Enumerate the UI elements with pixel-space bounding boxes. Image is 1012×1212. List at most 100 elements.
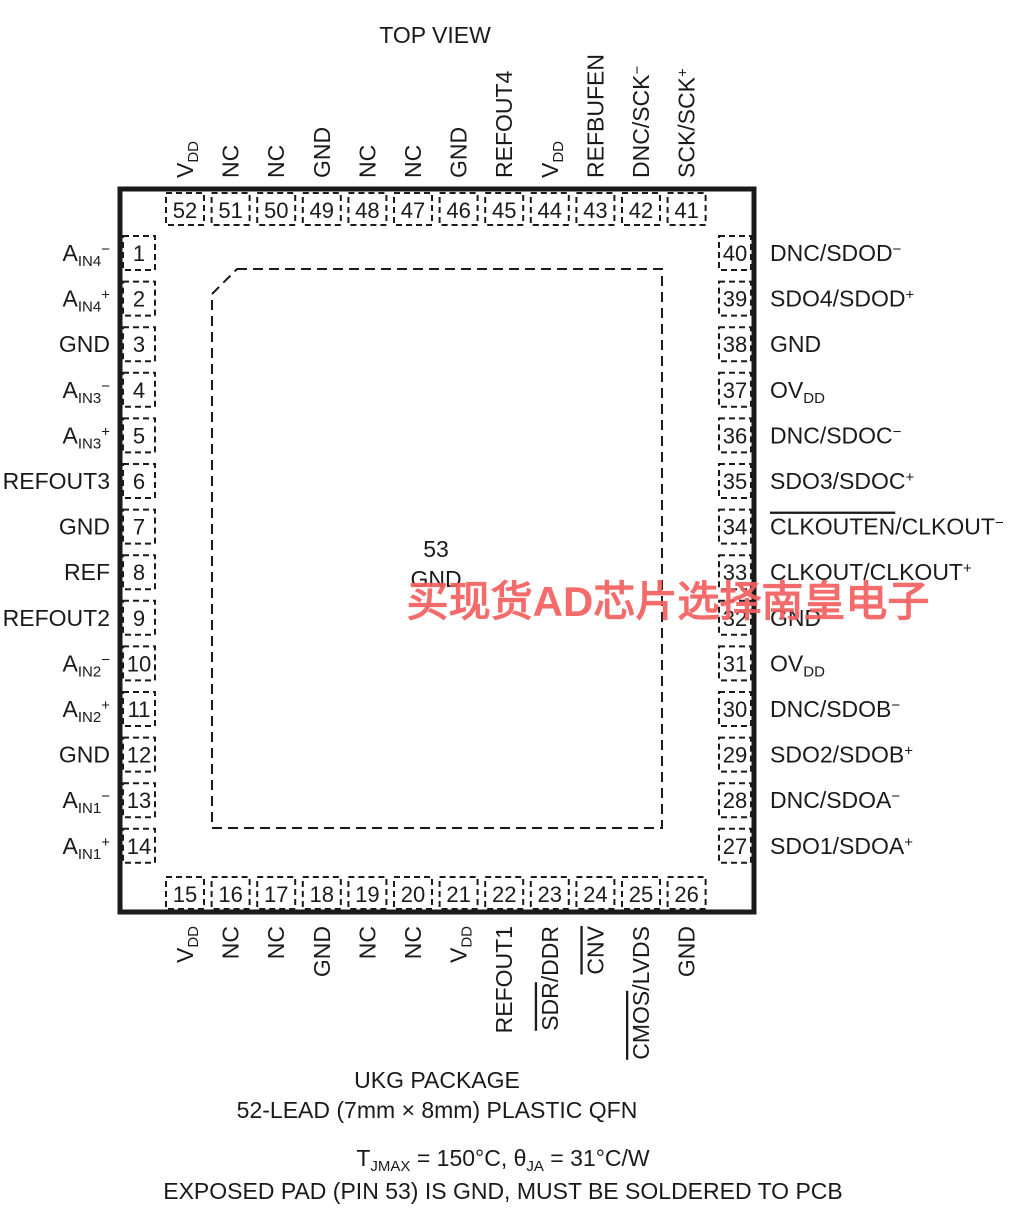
label-part: GND [309, 926, 335, 977]
pin-pad [718, 691, 752, 727]
pin-pad [718, 280, 752, 317]
label-part: + [963, 560, 972, 577]
label-part: + [101, 697, 110, 714]
pin-number: 25 [629, 882, 653, 907]
label-part: − [995, 515, 1004, 532]
pin-number: 27 [723, 834, 747, 859]
pin-pad [575, 876, 616, 910]
label-part: REFBUFEN [582, 54, 608, 178]
pin-number: 4 [133, 378, 145, 403]
pin-label: REFOUT2 [3, 605, 110, 631]
pin-number: 14 [127, 834, 151, 859]
label-part: V [446, 947, 472, 963]
pin-pad [718, 235, 752, 271]
label-part: OV [770, 650, 804, 676]
label-part: − [101, 652, 110, 669]
label-part: A [63, 377, 79, 403]
pin-label: GND [446, 127, 472, 178]
label-part: GND [770, 331, 821, 357]
pin-label: AIN4​+​ [63, 286, 111, 316]
pin-number: 34 [723, 515, 747, 540]
label-part: + [904, 743, 913, 760]
pin-pad [347, 876, 388, 910]
label-part: NC [354, 145, 380, 178]
pin-number: 9 [133, 606, 145, 631]
pin-label: CLKOUTEN/CLKOUT−​ [770, 514, 1004, 540]
label-part: − [891, 697, 900, 714]
pin-number: 52 [173, 198, 197, 223]
view-title: TOP VIEW [379, 22, 491, 48]
exposed-pad-note: EXPOSED PAD (PIN 53) IS GND, MUST BE SOL… [163, 1178, 843, 1204]
label-part: SDO3/SDOC [770, 468, 905, 494]
pin-label: NC [400, 926, 426, 959]
pin-48: 48 NC [347, 145, 388, 226]
pin-pad [347, 192, 388, 226]
pin-pad [256, 192, 297, 226]
pin-pad [438, 192, 479, 226]
pin-number: 46 [446, 198, 470, 223]
pin-pad [484, 192, 525, 226]
pin-pad [438, 876, 479, 910]
pin-label: GND [59, 742, 110, 768]
pin-pad [718, 326, 752, 363]
pin-number: 21 [446, 882, 470, 907]
watermark: 买现货AD芯片选择南皇电子 [407, 578, 930, 625]
pin-label: NC [263, 145, 289, 178]
exposed-pad-outline [211, 268, 663, 829]
exposed-pad-number: 53 [423, 536, 449, 562]
label-part: REFOUT3 [3, 468, 110, 494]
package-body [117, 186, 757, 915]
pin-12: 12 GND [59, 736, 156, 773]
pin-pad [484, 876, 525, 910]
pin-pad [718, 554, 752, 591]
pin-number: 33 [723, 560, 747, 585]
label-part: SDO1/SDOA [770, 833, 905, 859]
label-part: REFOUT1 [491, 926, 517, 1033]
pin-number: 49 [310, 198, 334, 223]
right-pin-row: 40DNC/SDOD−​39SDO4/SDOD+​38GND37OVDD​36D… [718, 235, 1004, 864]
label-part: A [63, 696, 79, 722]
label-part: V [172, 162, 198, 178]
pin-number: 30 [723, 697, 747, 722]
pin-label: AIN3​+​ [63, 422, 111, 452]
label-part: A [63, 650, 79, 676]
pin-number: 10 [127, 651, 151, 676]
pin-number: 48 [355, 198, 379, 223]
label-part: GND [674, 926, 700, 977]
pin-pad [393, 192, 433, 226]
pin-label: CMOS/LVDS [628, 926, 654, 1060]
pin-number: 2 [133, 287, 145, 312]
pin-label: NC [354, 926, 380, 959]
pin-pad [122, 463, 156, 499]
pin-label: AIN2​+​ [63, 696, 111, 726]
pin-label: VDD​ [446, 926, 476, 963]
label-part: CNV [582, 925, 608, 974]
pin-pad [718, 827, 752, 864]
pin-number: 12 [127, 743, 151, 768]
pin-number: 44 [538, 198, 562, 223]
pin-label: OVDD​ [770, 377, 825, 407]
pin-label: DNC/SDOD−​ [770, 240, 902, 266]
label-part: IN1 [78, 845, 101, 862]
pin-number: 42 [629, 198, 653, 223]
label-part: + [905, 469, 914, 486]
pin-label: GND [309, 127, 335, 178]
